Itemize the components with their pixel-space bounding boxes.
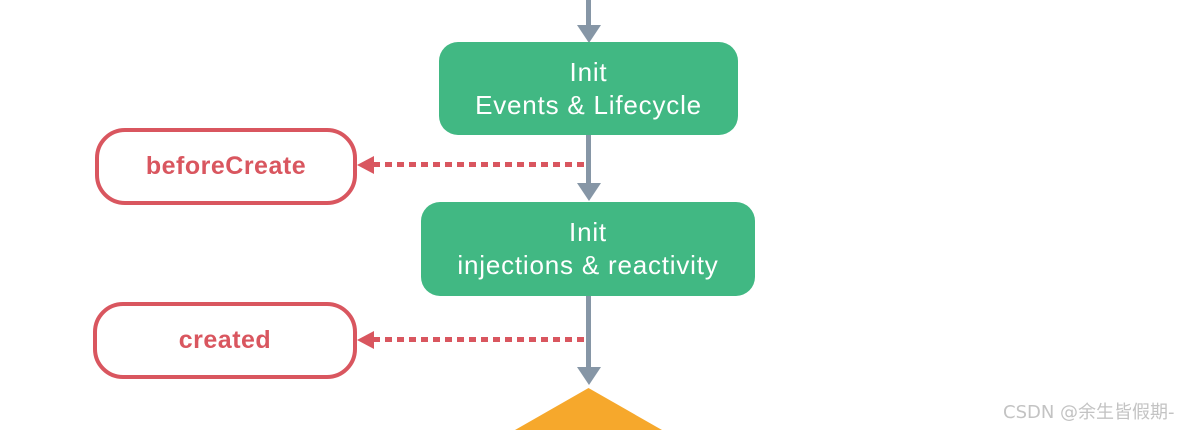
node-init-events-lifecycle: Init Events & Lifecycle: [439, 42, 738, 135]
dashed-connector-created: [373, 337, 585, 342]
decision-diamond-top: [515, 388, 662, 430]
csdn-watermark: CSDN @余生皆假期-: [1003, 402, 1175, 423]
arrow-left-icon: [357, 156, 374, 174]
dashed-connector-before-create: [373, 162, 585, 167]
node-label-line2: Events & Lifecycle: [475, 89, 702, 120]
hook-label: created: [178, 326, 272, 354]
node-label-line2: injections & reactivity: [457, 250, 719, 280]
arrow-down-icon: [577, 183, 601, 201]
hook-before-create: beforeCreate: [95, 128, 357, 205]
arrow-down-icon: [577, 25, 601, 43]
node-label-line1: Init: [569, 217, 607, 247]
node-label-line1: Init: [569, 56, 608, 87]
flow-line-top: [586, 0, 591, 25]
hook-created: created: [93, 302, 357, 379]
hook-label: beforeCreate: [145, 152, 307, 180]
node-init-injections-reactivity: Init injections & reactivity: [421, 202, 755, 296]
flow-line-middle: [586, 135, 591, 183]
arrow-down-icon: [577, 367, 601, 385]
arrow-left-icon: [357, 331, 374, 349]
flow-line-bottom: [586, 296, 591, 367]
